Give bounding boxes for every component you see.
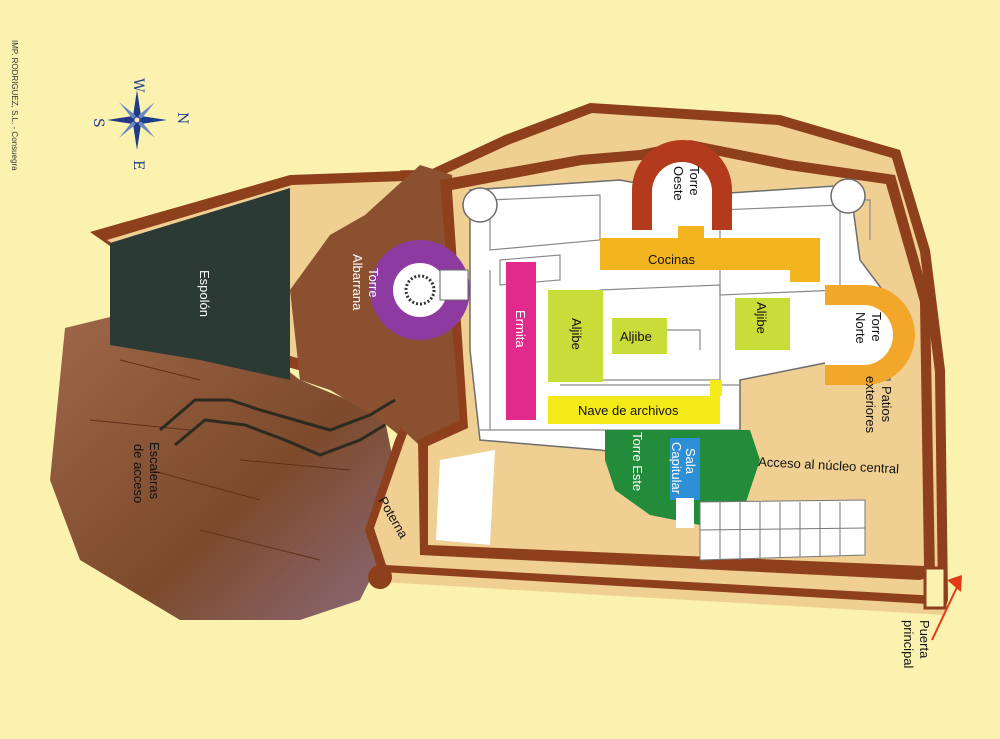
label-aljibe-center: Aljibe [620,329,652,344]
label-torre-oeste-2: Oeste [671,166,686,201]
label-patios: Patios [879,386,894,423]
access-stairs [159,398,396,457]
torre-norte [825,285,915,385]
cocinas-area [600,238,820,282]
aljibe-left [548,290,603,382]
label-aljibe-right: Aljibe [754,302,769,334]
torre-oeste [632,140,732,230]
compass-w: W [130,78,146,93]
sala-capitular-area [670,438,700,500]
label-torre-oeste: Torre [687,166,702,196]
label-espolon: Espolón [197,270,212,317]
aljibe-center [612,318,667,354]
label-cocinas: Cocinas [648,252,695,267]
ermita-area [506,262,536,420]
label-escaleras: Escaleras [147,442,162,500]
outer-corridor [380,572,945,615]
label-torre-norte-2: Norte [853,312,868,344]
label-torre-este: Torre Este [630,432,645,491]
credit-text: IMP. RODRIGUEZ, S.L. - Consuegra [10,40,19,171]
nave-area [548,396,720,424]
label-puerta: Puerta [917,620,932,659]
compass-e: E [130,160,146,170]
aljibe-right [735,298,790,350]
label-acceso: Acceso al núcleo central [758,454,900,476]
label-sala-capitular-2: Capitular [669,442,684,495]
gate-building-grid [699,502,866,560]
entrance-arrow-icon [931,575,962,641]
main-gate [923,566,947,610]
label-ermita: Ermita [513,310,528,348]
label-puerta-2: principal [901,620,916,669]
label-torre-albarrana-2: Albarrana [350,254,365,311]
label-aljibe-left: Aljibe [569,318,584,350]
label-sala-capitular: Sala [683,448,698,475]
label-nave: Nave de archivos [578,403,679,418]
espolon-area [110,188,290,380]
torre-albarrana [370,240,470,340]
label-torre-albarrana: Torre [366,268,381,298]
gate-building [699,499,866,561]
lower-white-block [436,450,495,545]
compass-n: N [174,112,190,124]
label-patios-2: exteriores [863,376,878,434]
label-torre-norte: Torre [869,312,884,342]
compass-rose-icon [107,90,167,150]
compass-s: S [90,118,106,128]
label-escaleras-2: de acceso [131,444,146,503]
